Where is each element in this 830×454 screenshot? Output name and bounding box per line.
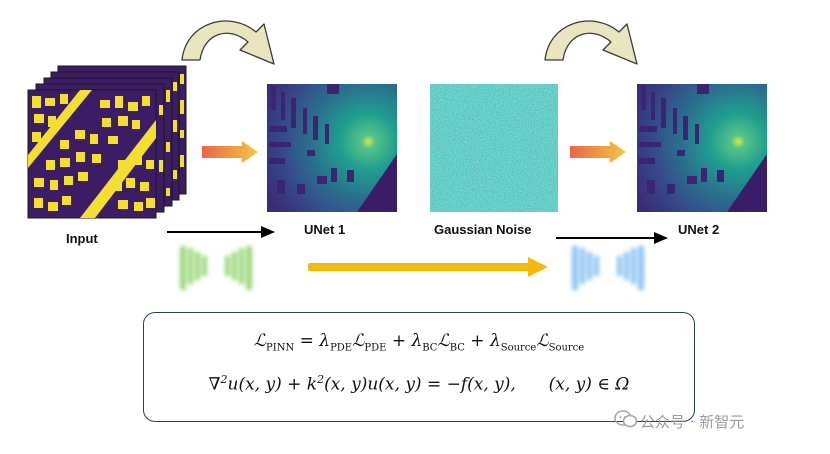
black-arrow-1	[167, 226, 275, 238]
watermark-text: 公众号 · 新智元	[640, 413, 745, 431]
noise-label: Gaussian Noise	[434, 222, 532, 237]
orange-arrow-1	[202, 141, 258, 163]
yellow-arrow	[308, 257, 548, 277]
equation-box: ℒPINN = λPDEℒPDE + λBCℒBC + λSourceℒSour…	[143, 312, 695, 422]
curved-arrow-1	[181, 20, 275, 65]
unet2-label: UNet 2	[678, 222, 720, 237]
orange-arrow-2	[570, 141, 626, 163]
black-arrow-2	[556, 232, 668, 244]
building-footprints	[28, 90, 156, 218]
loss-equation: ℒPINN = λPDEℒPDE + λBCℒBC + λSourceℒSour…	[253, 331, 585, 354]
input-label: Input	[66, 231, 98, 246]
wechat-icon	[614, 410, 638, 428]
gaussian-noise-image	[430, 84, 558, 212]
unet1-label: UNet 1	[304, 222, 346, 237]
unet2-output-field	[637, 84, 767, 212]
unet1-output-field	[267, 84, 397, 212]
curved-arrow-2	[544, 20, 638, 65]
input-image-stack	[27, 65, 187, 219]
unet1-network-icon	[180, 246, 252, 290]
pde-equation: ∇2u(x, y) + k2(x, y)u(x, y) = −f(x, y), …	[208, 373, 630, 395]
unet2-network-icon	[572, 246, 644, 290]
